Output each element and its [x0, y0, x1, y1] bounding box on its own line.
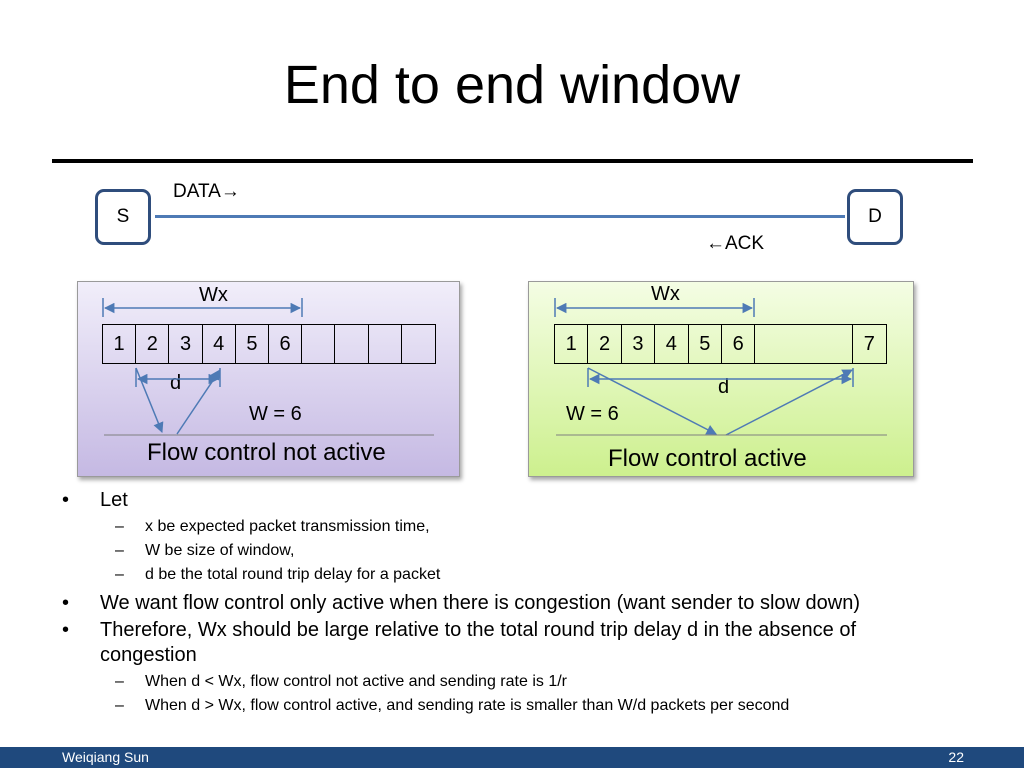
left-window-cells: 1 2 3 4 5 6: [102, 324, 436, 364]
window-cell: 4: [655, 325, 689, 363]
bullet-let: • Let: [60, 488, 980, 513]
right-window-cells: 1 2 3 4 5 6 7: [554, 324, 887, 364]
footer-author: Weiqiang Sun: [62, 749, 149, 765]
sub-bullet-text: d be the total round trip delay for a pa…: [145, 566, 441, 583]
destination-node-label: D: [868, 206, 882, 227]
dash-mark: –: [115, 673, 124, 690]
bullet-list: • Let – x be expected packet transmissio…: [60, 488, 980, 718]
slide-title: End to end window: [283, 55, 741, 115]
link-line: [155, 215, 845, 218]
sub-bullet-text: W be size of window,: [145, 542, 295, 559]
right-w-label: W = 6: [566, 403, 619, 425]
page-number: 22: [948, 749, 964, 765]
dash-mark: –: [115, 566, 124, 583]
dash-mark: –: [115, 518, 124, 535]
right-wx-label: Wx: [651, 283, 680, 305]
bullet-text-line1: Therefore, Wx should be large relative t…: [100, 619, 856, 641]
window-cell: 6: [269, 325, 303, 363]
window-cell: 5: [689, 325, 722, 363]
sub-bullet: – x be expected packet transmission time…: [60, 515, 980, 539]
window-cell: 1: [103, 325, 137, 363]
window-gap-cell: [755, 325, 853, 363]
sub-bullet: – When d < Wx, flow control not active a…: [60, 670, 980, 694]
data-label: DATA→: [173, 181, 240, 203]
bullet-mark: •: [62, 619, 70, 641]
left-d-label: d: [170, 372, 182, 394]
left-arrow-icon: ←: [706, 233, 725, 254]
sub-bullet: – W be size of window,: [60, 539, 980, 563]
data-text: DATA: [173, 181, 221, 202]
source-node-label: S: [116, 206, 130, 227]
dash-mark: –: [115, 542, 124, 559]
right-panel-caption: Flow control active: [608, 445, 807, 472]
title-divider: [52, 159, 973, 163]
sub-bullet: – d be the total round trip delay for a …: [60, 563, 980, 587]
window-cell: [302, 325, 336, 363]
ack-label: ←ACK: [706, 233, 764, 255]
bullet-text-line2: congestion: [100, 644, 197, 666]
window-cell: 2: [136, 325, 170, 363]
window-cell: 4: [203, 325, 236, 363]
window-cell: 1: [555, 325, 589, 363]
bullet-mark: •: [62, 489, 70, 511]
ack-text: ACK: [725, 233, 765, 254]
window-cell: 3: [622, 325, 656, 363]
bullet-mark: •: [62, 592, 70, 614]
window-cell: [402, 325, 435, 363]
destination-node: D: [847, 189, 903, 245]
sub-bullet-text: When d > Wx, flow control active, and se…: [145, 697, 790, 714]
footer-bar: Weiqiang Sun 22: [0, 747, 1024, 768]
left-w-label: W = 6: [249, 403, 302, 425]
window-cell: 2: [588, 325, 622, 363]
bullet-text: We want flow control only active when th…: [100, 592, 861, 614]
window-cell: 5: [236, 325, 270, 363]
source-node: S: [95, 189, 151, 245]
window-cell: 6: [722, 325, 756, 363]
right-d-label: d: [718, 376, 730, 398]
left-panel-caption: Flow control not active: [147, 439, 386, 466]
window-cell: [335, 325, 369, 363]
window-cell: 7: [863, 332, 875, 355]
sub-bullet: – When d > Wx, flow control active, and …: [60, 694, 980, 718]
bullet-therefore: • Therefore, Wx should be large relative…: [60, 618, 980, 668]
left-wx-label: Wx: [199, 284, 228, 306]
bullet-want: • We want flow control only active when …: [60, 591, 980, 616]
sub-bullet-text: x be expected packet transmission time,: [145, 518, 430, 535]
dash-mark: –: [115, 697, 124, 714]
window-cell: 3: [169, 325, 203, 363]
right-arrow-icon: →: [220, 181, 240, 202]
bullet-text: Let: [100, 489, 128, 511]
window-cell: [369, 325, 402, 363]
sub-bullet-text: When d < Wx, flow control not active and…: [145, 673, 567, 690]
